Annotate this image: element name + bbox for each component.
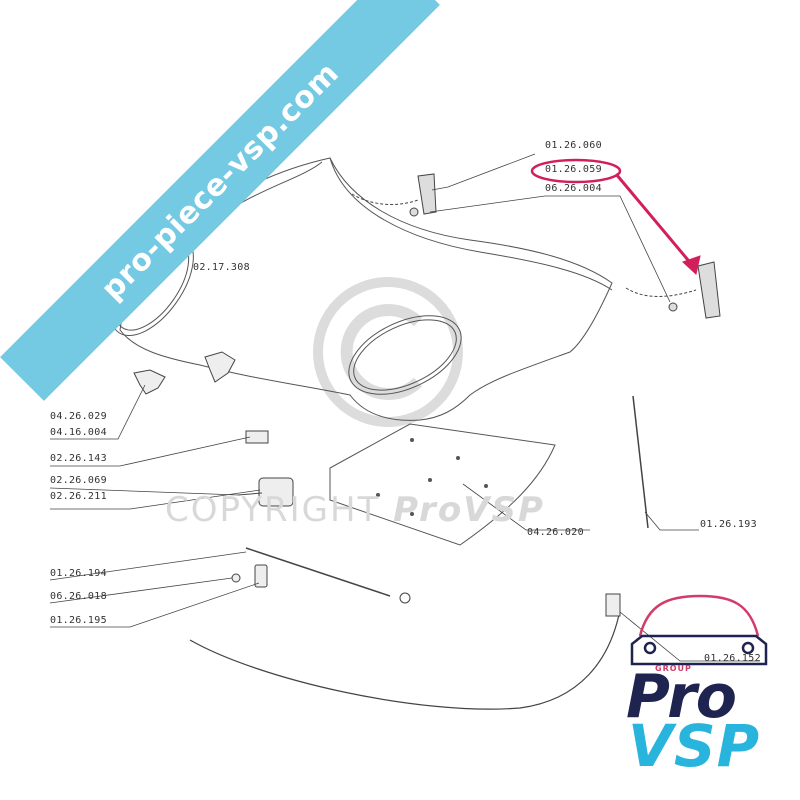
highlight-marker xyxy=(530,158,701,275)
part-label-01-26-195: 01.26.195 xyxy=(50,615,107,626)
part-label-04-16-004: 04.16.004 xyxy=(50,427,107,438)
part-label-01-26-060: 01.26.060 xyxy=(545,140,602,151)
part-label-04-26-029: 04.26.029 xyxy=(50,411,107,422)
copyright-circle-watermark xyxy=(313,277,463,427)
hinge-left xyxy=(351,173,437,217)
insulation-pad xyxy=(329,423,556,546)
part-label-01-26-059: 01.26.059 xyxy=(545,164,602,175)
part-label-06-26-018: 06.26.018 xyxy=(50,591,107,602)
part-label-02-26-143: 02.26.143 xyxy=(50,453,107,464)
part-label-06-26-004: 06.26.004 xyxy=(545,183,602,194)
leader-lines xyxy=(49,153,760,662)
hinge-right xyxy=(625,261,721,319)
fastener-parts xyxy=(231,564,268,588)
logo-vsp-text: VSP xyxy=(628,712,761,780)
copyright-watermark: COPYRIGHT ProVSP xyxy=(165,490,545,530)
copyright-brand: ProVSP xyxy=(393,490,545,530)
part-label-02-17-308: 02.17.308 xyxy=(193,262,250,273)
part-label-01-26-194: 01.26.194 xyxy=(50,568,107,579)
logo-pro-text: Pro xyxy=(626,662,737,732)
part-label-01-26-193: 01.26.193 xyxy=(700,519,757,530)
support-rod xyxy=(245,395,649,604)
part-label-01-26-152: 01.26.152 xyxy=(704,653,761,664)
clip-part xyxy=(245,430,269,444)
release-cable xyxy=(189,593,621,710)
logo-group-text: GROUP xyxy=(655,664,692,673)
copyright-word: COPYRIGHT xyxy=(165,490,381,530)
part-label-02-26-069: 02.26.069 xyxy=(50,475,107,486)
lock-part xyxy=(237,477,294,507)
emblem-part xyxy=(133,351,236,395)
logo-car-icon xyxy=(630,594,768,666)
part-label-04-26-020: 04.26.020 xyxy=(527,527,584,538)
part-label-02-26-211: 02.26.211 xyxy=(50,491,107,502)
